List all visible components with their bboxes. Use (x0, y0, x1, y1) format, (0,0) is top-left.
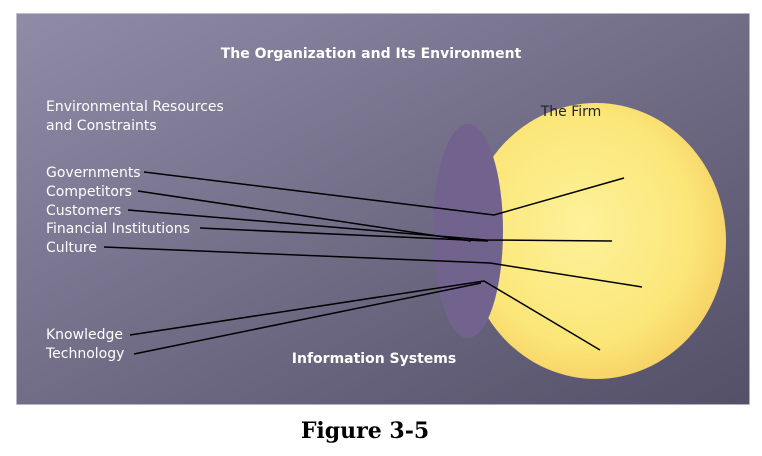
figure-caption: Figure 3-5 (300, 418, 430, 444)
information-systems-disc (433, 124, 503, 338)
firm-label: The Firm (540, 104, 602, 120)
input-knowledge: Knowledge (46, 327, 123, 343)
factor-financial-institutions: Financial Institutions (46, 221, 190, 237)
customers-connector (127, 209, 613, 242)
governments-connector (143, 171, 625, 216)
diagram-title: The Organization and Its Environment (221, 46, 522, 62)
environment-heading-line-1: Environmental Resources (46, 99, 224, 115)
factor-governments: Governments (46, 165, 141, 181)
financial-institutions-connector (199, 227, 489, 242)
factor-customers: Customers (46, 203, 121, 219)
competitors-connector (137, 190, 472, 242)
factor-culture: Culture (46, 240, 97, 256)
knowledge-connector (129, 280, 601, 351)
information-systems-label: Information Systems (292, 351, 456, 367)
connector-lines (103, 171, 643, 355)
organization-environment-diagram: The Organization and Its Environment Env… (16, 13, 750, 405)
environment-heading-line-2: and Constraints (46, 118, 157, 134)
input-technology: Technology (45, 346, 124, 362)
factor-competitors: Competitors (46, 184, 132, 200)
technology-connector (133, 282, 482, 355)
culture-connector (103, 246, 643, 288)
